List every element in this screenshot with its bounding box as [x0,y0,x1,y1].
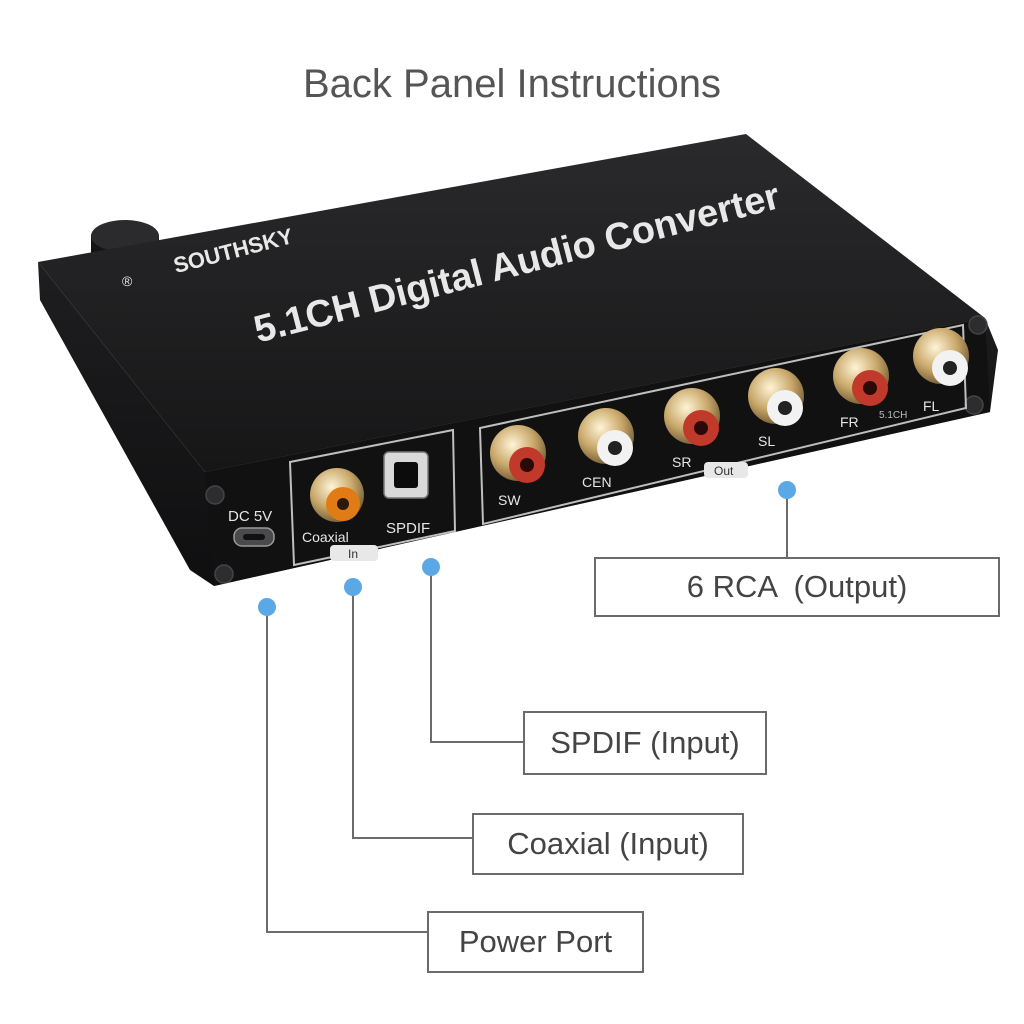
diagram-title: Back Panel Instructions [303,62,721,106]
channel-label-sl: SL [758,433,775,449]
power-label: DC 5V [228,508,272,525]
pointer-dot-spdif [422,558,440,576]
input-section: Coaxial SPDIF In [288,428,457,567]
spdif-label: SPDIF [386,520,430,537]
registered-mark: ® [122,273,133,289]
rca-jack-fl [913,328,969,386]
screw-icon [205,315,988,584]
output-section: SW CEN SR SL FR FL 5.1CH Out [478,323,969,526]
channel-label-fr: FR [840,414,859,430]
callout-coaxial-input: Coaxial (Input) [472,813,744,875]
connector-power [266,607,427,933]
rca-jack-sl [748,368,804,426]
channel-label-sr: SR [672,454,691,470]
channel-label-cen: CEN [582,474,612,490]
pointer-dot-power [258,598,276,616]
pointer-dot-coax [344,578,362,596]
connector-spdif [430,568,523,743]
channel-label-sw: SW [498,492,521,508]
callout-spdif-input: SPDIF (Input) [523,711,767,775]
rca-jack-sr [664,388,720,446]
callout-power-port: Power Port [427,911,644,973]
callout-output: 6 RCA (Output) [594,557,1000,617]
connector-coax [352,588,472,839]
ch-mark: 5.1CH [879,410,907,421]
pointer-dots [258,481,796,616]
rca-jack-sw [490,425,546,483]
device-top-face [38,134,985,472]
rca-jack-fr [833,348,889,406]
coaxial-label: Coaxial [302,529,349,545]
in-label: In [348,547,358,561]
connector-lines [266,492,788,933]
rca-jack-cen [578,408,634,466]
channel-label-fl: FL [923,398,940,414]
power-port: DC 5V [228,508,275,547]
out-label: Out [714,464,734,478]
pointer-dot-output [778,481,796,499]
